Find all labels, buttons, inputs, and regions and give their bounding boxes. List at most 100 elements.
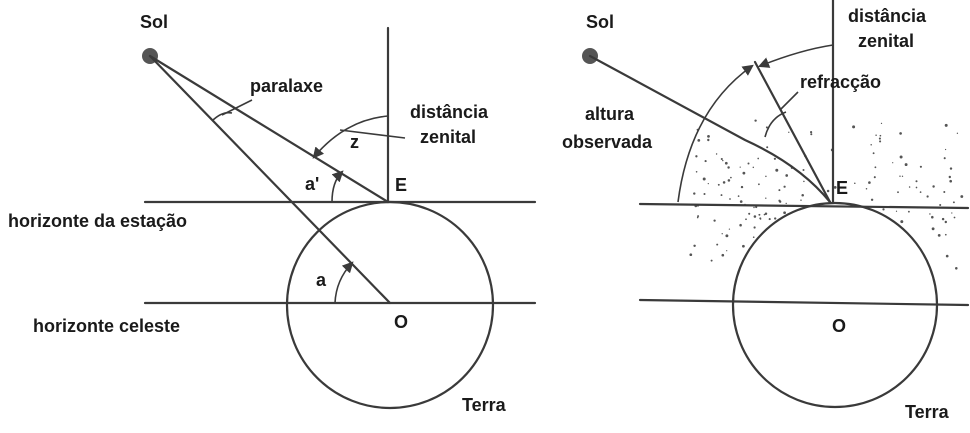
atmosphere-dot	[937, 234, 941, 237]
zenith-distance-arc	[312, 115, 389, 159]
atmosphere-dot	[716, 243, 719, 246]
observed-altitude-label-line2: observada	[562, 132, 653, 152]
a-prime-arc	[331, 170, 344, 203]
atmosphere-dot	[774, 217, 777, 220]
atmosphere-dot	[899, 132, 902, 135]
atmosphere-dot	[960, 195, 964, 198]
zenith-distance-label-line1: distância	[410, 102, 489, 122]
atmosphere-dot	[878, 137, 881, 140]
atmosphere-dot	[707, 138, 710, 142]
atmosphere-dot	[892, 162, 894, 164]
atmosphere-dot	[689, 253, 693, 257]
atmosphere-dot	[941, 217, 945, 221]
atmosphere-dot	[763, 213, 766, 216]
station-horizon-line	[638, 202, 970, 210]
atmosphere-dot	[879, 134, 882, 137]
zenith-distance-label-line1: distância	[848, 6, 927, 26]
center-label: O	[394, 312, 408, 332]
atmosphere-dot	[724, 161, 728, 165]
atmosphere-dot	[955, 267, 958, 270]
atmosphere-dot	[739, 166, 741, 168]
atmosphere-dot	[726, 250, 728, 252]
atmosphere-dot	[752, 236, 755, 239]
atmosphere-dot	[713, 219, 716, 222]
atmosphere-dot	[693, 192, 696, 195]
atmosphere-dot	[783, 185, 786, 188]
atmosphere-dot	[904, 163, 908, 167]
atmosphere-dot	[939, 203, 942, 207]
sun-label: Sol	[140, 12, 168, 32]
atmosphere-dot	[919, 191, 922, 193]
z-label: z	[350, 132, 359, 152]
atmosphere-dot	[765, 126, 768, 129]
atmosphere-dot	[721, 233, 723, 235]
atmosphere-dot	[707, 183, 709, 185]
atmosphere-dot	[695, 155, 698, 158]
atmosphere-dot	[720, 194, 723, 197]
atmosphere-dot	[693, 244, 696, 248]
atmosphere-dot	[785, 202, 787, 205]
atmosphere-dot	[868, 181, 871, 184]
atmosphere-dot	[748, 212, 751, 215]
atmosphere-dot	[872, 152, 875, 155]
atmosphere-dot	[956, 132, 959, 134]
atmosphere-dot	[725, 234, 729, 238]
zenith-distance-leader	[339, 129, 406, 139]
atmosphere-dot	[753, 226, 756, 229]
atmosphere-dot	[758, 213, 761, 216]
atmosphere-dot	[778, 189, 781, 192]
atmosphere-dot	[943, 191, 946, 193]
atmosphere-dot	[788, 131, 790, 133]
celestial-horizon-label: horizonte celeste	[33, 316, 180, 336]
atmosphere-dot	[752, 166, 755, 169]
atmosphere-dot	[695, 171, 698, 173]
atmosphere-dot	[765, 175, 767, 178]
observed-altitude-arc	[677, 64, 754, 203]
atmosphere-dot	[833, 185, 837, 189]
atmosphere-dot	[727, 166, 730, 169]
atmosphere-dot	[852, 125, 856, 129]
atmosphere-dot	[919, 165, 922, 168]
atmosphere-dot	[944, 148, 947, 151]
atmosphere-dot	[865, 187, 868, 190]
atmosphere-dot	[949, 179, 953, 183]
atmosphere-dot	[953, 216, 956, 219]
earth-label: Terra	[905, 402, 950, 422]
a-prime-label: a'	[305, 174, 319, 194]
refraction-leader	[779, 91, 799, 111]
atmosphere-dot	[697, 215, 700, 218]
atmosphere-dot	[908, 186, 911, 188]
atmosphere-dot	[882, 208, 885, 211]
atmosphere-dot	[873, 176, 876, 179]
atmosphere-dot	[907, 210, 910, 213]
atmosphere-dot	[720, 157, 723, 161]
atmosphere-dot	[929, 213, 931, 215]
atmosphere-dot	[810, 131, 813, 134]
atmosphere-dot	[931, 227, 935, 231]
atmosphere-dot	[766, 146, 769, 149]
atmosphere-dot	[737, 195, 740, 197]
atmosphere-dot	[952, 201, 955, 204]
atmosphere-dot	[944, 123, 948, 127]
atmosphere-dot	[802, 168, 805, 172]
atmosphere-dot	[900, 220, 904, 224]
atmosphere-dot	[703, 192, 706, 196]
atmosphere-dot	[702, 177, 706, 181]
atmosphere-dot	[742, 244, 745, 248]
atmosphere-dot	[915, 180, 918, 183]
atmosphere-dot	[948, 175, 951, 179]
station-horizon-label: horizonte da estação	[8, 211, 187, 231]
atmosphere-dot	[742, 171, 746, 175]
atmosphere-dot	[800, 199, 802, 201]
atmosphere-dot	[945, 254, 949, 258]
atmosphere-dot	[901, 175, 904, 177]
atmosphere-dot	[810, 133, 813, 136]
atmosphere-dot	[951, 212, 953, 214]
atmosphere-dot	[739, 223, 742, 227]
atmosphere-dot	[697, 139, 701, 142]
atmosphere-dot	[729, 198, 731, 200]
atmosphere-dot	[768, 218, 771, 221]
atmosphere-dot	[727, 179, 731, 182]
atmosphere-dot	[926, 195, 929, 198]
atmosphere-dot	[785, 174, 789, 177]
